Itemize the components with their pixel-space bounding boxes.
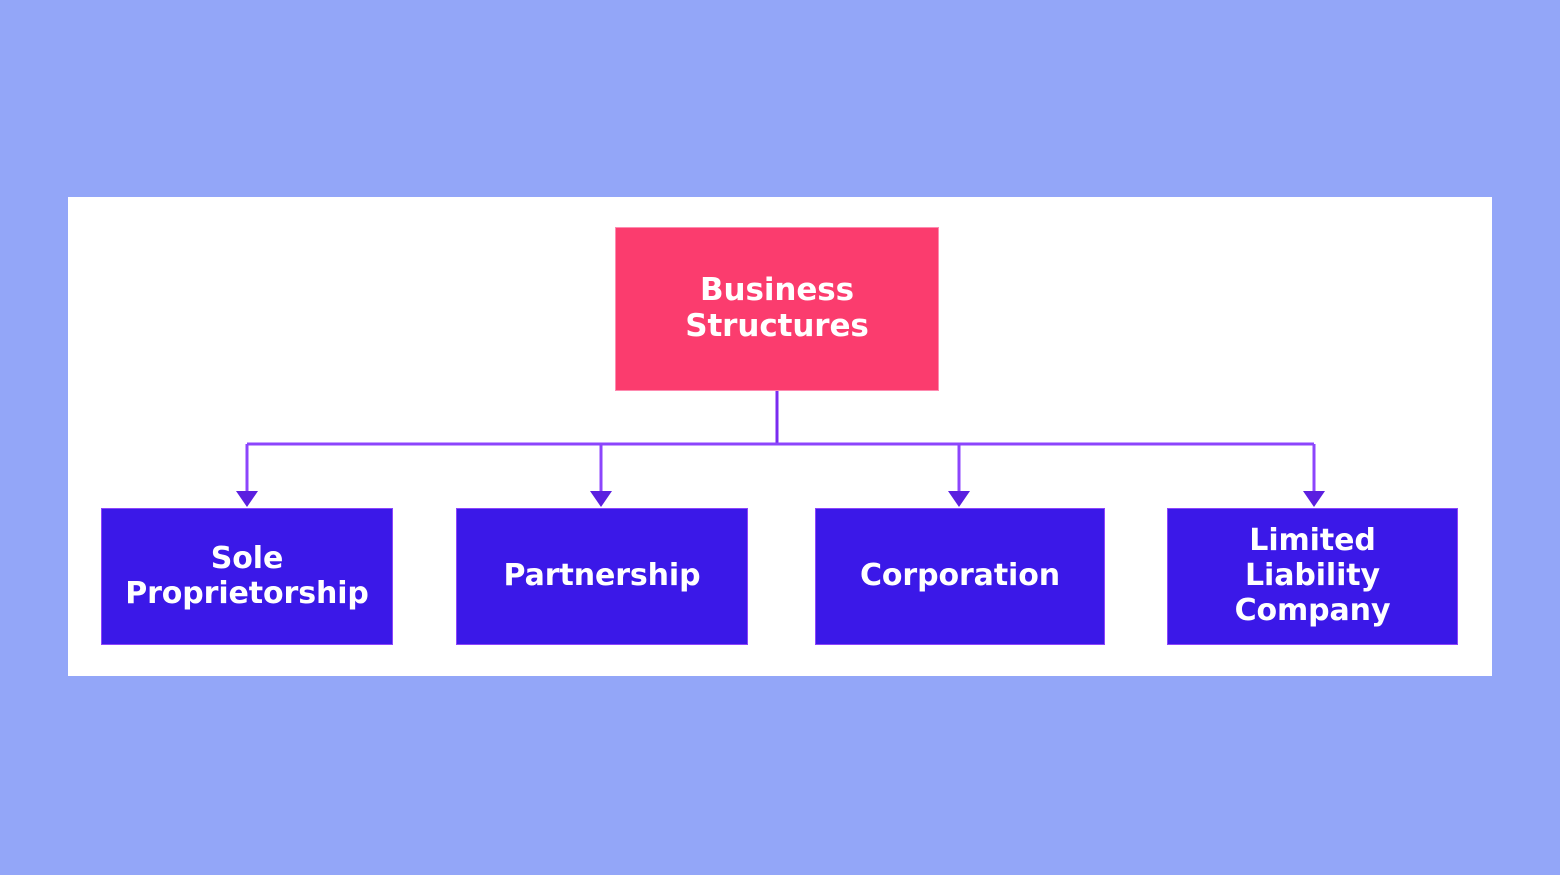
node-sole-proprietorship[interactable]: Sole Proprietorship <box>101 508 393 645</box>
arrowhead-1 <box>236 491 258 507</box>
arrowhead-2 <box>590 491 612 507</box>
node-partnership-label: Partnership <box>503 558 701 594</box>
diagram-canvas: Business Structures Sole Proprietorship … <box>68 197 1492 676</box>
node-corporation-label: Corporation <box>859 558 1061 594</box>
node-partnership[interactable]: Partnership <box>456 508 748 645</box>
node-business-structures-label: Business Structures <box>685 272 869 344</box>
node-limited-liability-company-label: Limited Liability Company <box>1234 523 1391 628</box>
node-corporation[interactable]: Corporation <box>815 508 1105 645</box>
arrowhead-3 <box>948 491 970 507</box>
node-business-structures[interactable]: Business Structures <box>615 227 939 391</box>
arrowhead-4 <box>1303 491 1325 507</box>
node-limited-liability-company[interactable]: Limited Liability Company <box>1167 508 1458 645</box>
node-sole-proprietorship-label: Sole Proprietorship <box>125 540 369 611</box>
